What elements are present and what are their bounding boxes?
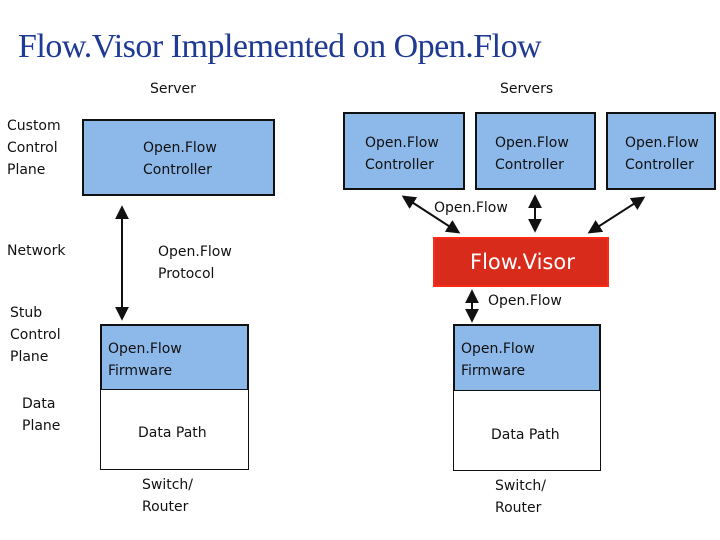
network-label: Network (7, 243, 66, 259)
controller2-flowvisor-arrow (401, 195, 461, 234)
firmware-box-left (100, 324, 249, 391)
firmware-box-right (453, 324, 601, 392)
server-header: Server (150, 81, 196, 97)
flowvisor-box (433, 237, 609, 287)
controller-box-2 (343, 112, 465, 190)
firmware-label-right: Open.Flow Firmware (461, 341, 535, 379)
controller-box-left (82, 119, 275, 196)
controller-box-3 (475, 112, 596, 190)
firmware-label-left: Open.Flow Firmware (108, 341, 182, 379)
diagram-title: Flow.Visor Implemented on Open.Flow (18, 28, 542, 65)
controller-label-left: Open.Flow Controller (143, 140, 217, 178)
openflow-lower-label: Open.Flow (488, 293, 562, 309)
flowvisor-label: Flow.Visor (470, 250, 575, 274)
datapath-box-left (100, 390, 249, 470)
controller-label-4: Open.Flow Controller (625, 135, 699, 173)
data-plane-label: Data Plane (22, 396, 61, 434)
controller-box-4 (606, 112, 716, 190)
datapath-box-right (453, 391, 601, 471)
switch-router-label-left: Switch/ Router (142, 477, 194, 515)
controller-label-2: Open.Flow Controller (365, 135, 439, 173)
switch-router-label-right: Switch/ Router (495, 478, 547, 516)
datapath-label-right: Data Path (491, 427, 560, 443)
controller-label-3: Open.Flow Controller (495, 135, 569, 173)
stub-control-plane-label: Stub Control Plane (10, 305, 61, 365)
datapath-label-left: Data Path (138, 425, 207, 441)
controller4-flowvisor-arrow (587, 196, 646, 234)
openflow-protocol-label: Open.Flow Protocol (158, 244, 232, 282)
custom-control-plane-label: Custom Control Plane (7, 118, 61, 178)
servers-header: Servers (500, 81, 554, 97)
